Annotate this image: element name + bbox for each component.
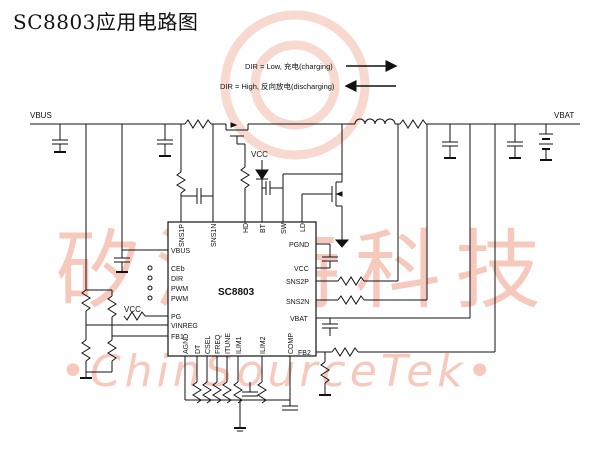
pin-freq: FREQ <box>215 334 222 354</box>
page-title: SC8803应用电路图 <box>13 10 199 34</box>
input-sense-resistor <box>184 119 212 129</box>
pin-csel: CSEL <box>205 336 212 354</box>
inductor <box>354 118 396 125</box>
high-side-mosfet <box>225 122 249 144</box>
pin-vcc: VCC <box>294 266 309 273</box>
pin-fb2: FB2 <box>298 350 311 357</box>
pin-comp: COMP <box>288 333 295 354</box>
pin-hd: HD <box>243 223 250 233</box>
watermark-logo <box>220 10 370 160</box>
sc8803-chip <box>167 221 317 357</box>
sns2p-resistor <box>337 276 365 286</box>
pins-top: SNS1P SNS1N HD BT SW LD <box>179 222 307 247</box>
pin-sns1n: SNS1N <box>211 224 218 247</box>
pin-sns1p: SNS1P <box>179 224 186 247</box>
freq-resistor <box>212 381 222 404</box>
pin-sns2n: SNS2N <box>286 299 309 306</box>
vinreg-divider-top <box>81 289 91 312</box>
pin-bt: BT <box>260 223 267 233</box>
pin-dt: DT <box>195 344 202 354</box>
itune-resistor <box>222 381 232 404</box>
pin-sw: SW <box>281 222 288 234</box>
vinreg-divider-bottom <box>81 339 91 362</box>
output-sense-resistor <box>399 119 427 129</box>
fb1-divider-top <box>107 295 117 318</box>
sns2n-resistor <box>337 295 365 305</box>
low-side-mosfet <box>331 174 350 248</box>
net-label-vbus: VBUS <box>30 111 52 120</box>
pin-pwm: PWM <box>171 286 188 293</box>
pin-vinreg: VINREG <box>171 323 198 330</box>
bus-capacitor-2 <box>157 124 173 157</box>
net-label-vcc-left: VCC <box>124 305 141 314</box>
legend-charging: DIR = Low, 充电(charging) <box>245 61 333 71</box>
pin-ld: LD <box>300 223 307 232</box>
dt-resistor <box>192 381 202 404</box>
fb2-resistor <box>331 347 359 357</box>
vbus-input-capacitor <box>52 124 68 153</box>
pins-bottom: AGND DT CSEL FREQ ITUNE ILIM1 ILIM2 COMP <box>183 333 295 354</box>
pin-dir: DIR <box>171 276 183 283</box>
battery <box>539 124 553 161</box>
sns1p-resistor <box>176 171 186 194</box>
vbat-capacitor-1 <box>442 124 458 159</box>
net-label-vbat: VBAT <box>554 111 574 120</box>
pin-pgnd: PGND <box>289 242 309 249</box>
pin-itune: ITUNE <box>225 333 232 354</box>
pins-right: PGND VCC SNS2P SNS2N VBAT FB2 <box>286 242 311 357</box>
net-label-vcc-top: VCC <box>251 150 268 159</box>
pin-vbus: VBUS <box>171 248 190 255</box>
pin-ilim1: ILIM1 <box>236 336 243 354</box>
hd-gate-resistor <box>240 166 250 189</box>
pg-pullup-resistor <box>123 311 146 321</box>
pin-ilim2: ILIM2 <box>260 336 267 354</box>
pin-pg: PG <box>171 314 181 321</box>
fb1-divider-bottom <box>107 339 117 362</box>
ilim1-resistor <box>233 381 243 404</box>
pin-ipwm: PWM <box>171 296 188 303</box>
ilim2-resistor <box>257 381 267 404</box>
bootstrap-diode <box>255 169 269 180</box>
pins-left: VBUS CEb DIR PWM PWM PG VINREG FB1 <box>171 248 198 341</box>
fb2-lower-resistor <box>320 361 330 384</box>
pin-agnd: AGND <box>183 334 190 354</box>
pin-sns2p: SNS2P <box>286 279 309 286</box>
legend-discharging: DIR = High, 反向放电(discharging) <box>220 81 335 91</box>
chip-name: SC8803 <box>218 287 255 298</box>
vbat-capacitor-2 <box>507 124 523 159</box>
pin-fb1: FB1 <box>171 334 184 341</box>
pin-vbat: VBAT <box>290 316 308 323</box>
pin-ceb: CEb <box>171 266 185 273</box>
csel-resistor <box>202 381 212 404</box>
